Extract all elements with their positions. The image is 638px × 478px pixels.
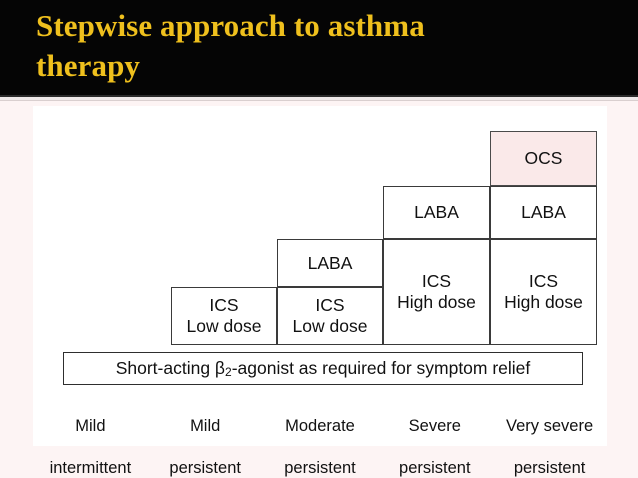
severity-line2-col3: persistent — [284, 459, 356, 477]
severity-label-mild-intermittent: Mild intermittent — [33, 395, 148, 477]
severity-line2-col5: persistent — [513, 459, 586, 477]
cell-laba-col4: LABA — [383, 186, 490, 239]
severity-line1-col4: Severe — [408, 417, 461, 435]
cell-ocs-col5: OCS — [490, 131, 597, 186]
severity-label-moderate-persistent: Moderate persistent — [263, 395, 378, 477]
page-title: Stepwise approach to asthma therapy — [36, 8, 425, 83]
saba-text-suffix: -agonist as required for symptom relief — [231, 358, 531, 378]
severity-label-mild-persistent: Mild persistent — [148, 395, 263, 477]
cell-ics-high-col4: ICS High dose — [383, 239, 490, 345]
cell-ics-high-col5: ICS High dose — [490, 239, 597, 345]
title-divider-light — [0, 97, 638, 100]
cell-ics-low-col2: ICS Low dose — [171, 287, 277, 345]
saba-subscript: 2 — [225, 364, 232, 379]
stepwise-diagram: OCS LABA LABA LABA ICS High dose ICS Hig… — [33, 106, 607, 477]
title-divider-dark — [0, 95, 638, 97]
severity-line2-col4: persistent — [399, 459, 471, 477]
saba-text-prefix: Short-acting β — [115, 358, 225, 378]
title-divider-shadow — [0, 100, 638, 101]
severity-line2-col2: persistent — [169, 459, 241, 477]
cell-ics-low-col3: ICS Low dose — [277, 287, 383, 345]
content-panel: OCS LABA LABA LABA ICS High dose ICS Hig… — [33, 106, 607, 477]
cell-laba-col3: LABA — [277, 239, 383, 287]
severity-line1-col2: Mild — [190, 417, 221, 435]
severity-line1-col1: Mild — [75, 417, 106, 435]
cell-laba-col5: LABA — [490, 186, 597, 239]
severity-line2-col1: intermittent — [49, 459, 132, 477]
severity-line1-col5: Very severe — [506, 417, 594, 435]
severity-label-very-severe-persistent: Very severe persistent — [492, 395, 607, 477]
severity-label-severe-persistent: Severe persistent — [377, 395, 492, 477]
severity-line1-col3: Moderate — [285, 417, 355, 435]
severity-labels-row: Mild intermittent Mild persistent Modera… — [33, 395, 607, 477]
slide-title-bar: Stepwise approach to asthma therapy — [0, 0, 638, 95]
